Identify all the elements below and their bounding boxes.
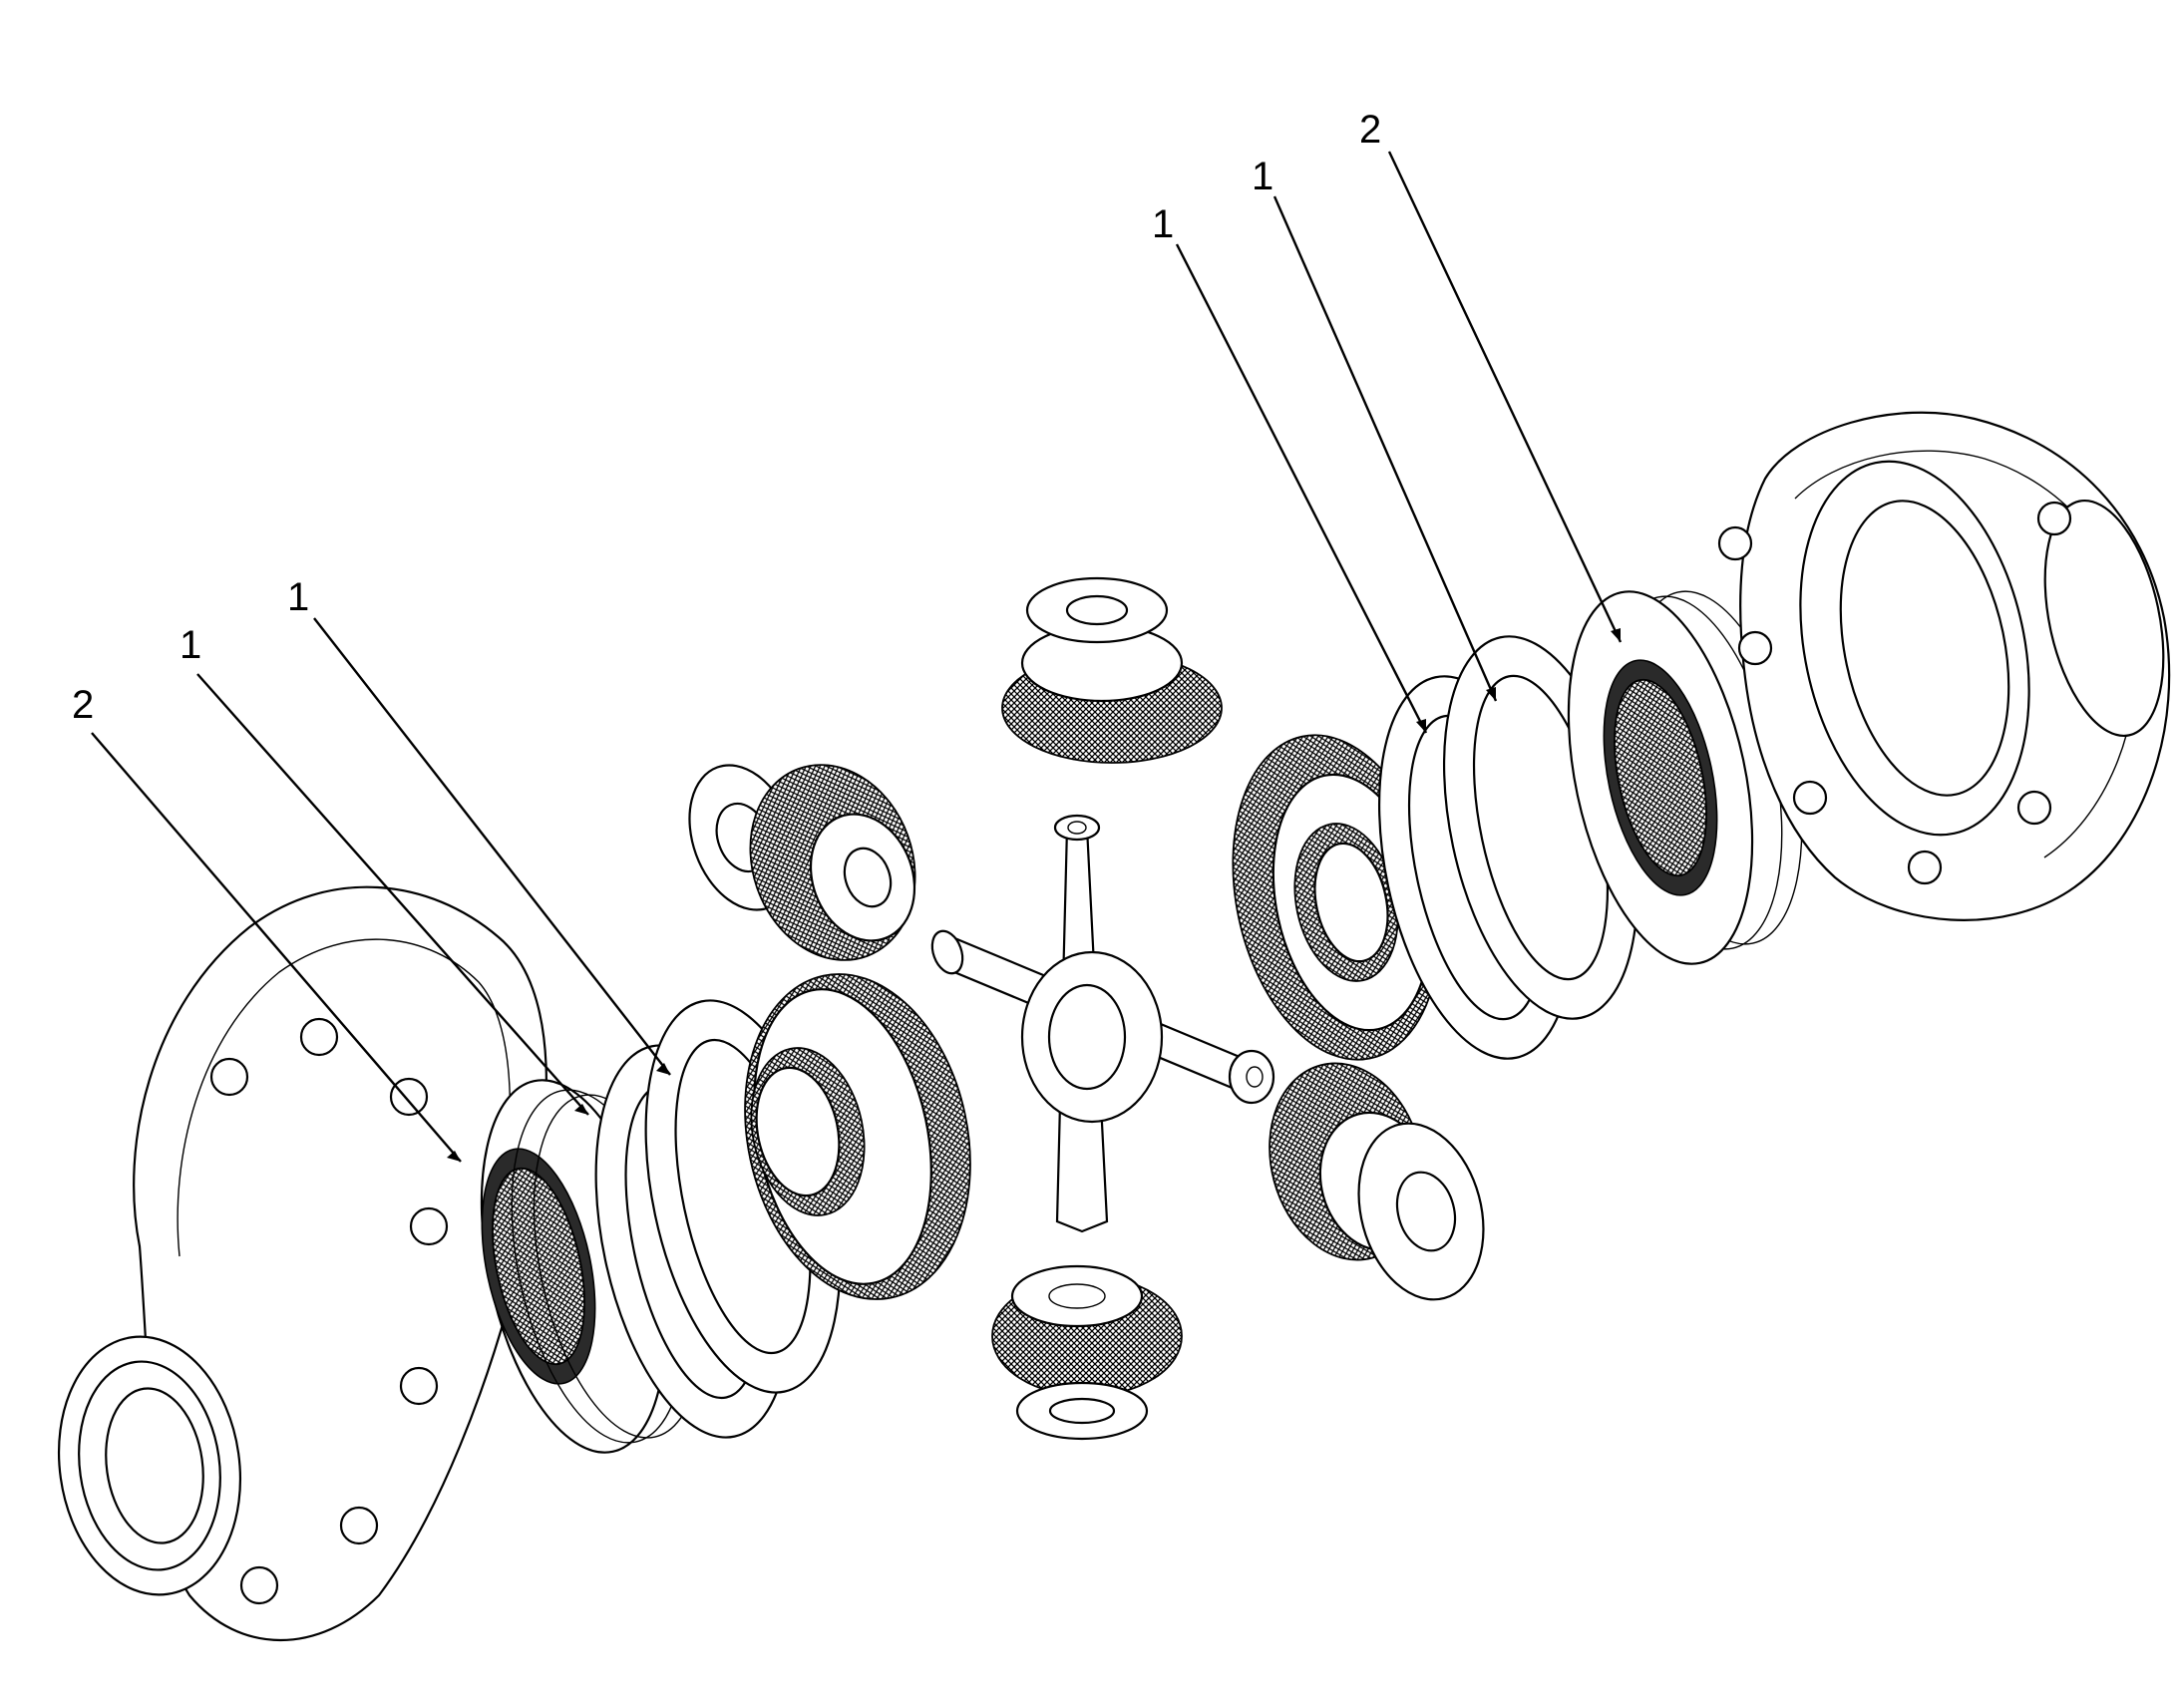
arrow-left-inner-1 [656, 1063, 670, 1075]
spider-cross-shaft [930, 814, 1275, 1233]
callout-left-mid-1: 1 [180, 623, 201, 667]
leader-left-mid-1 [196, 673, 589, 1116]
arrow-right-mid-1 [1486, 687, 1496, 701]
left-case-half [57, 885, 547, 1642]
leader-left-outer-2 [91, 732, 462, 1163]
leader-right-mid-1 [1272, 195, 1498, 702]
right-washers [1377, 635, 1639, 1060]
callout-labels: 2 1 1 1 1 2 [72, 108, 1381, 727]
arrow-left-outer-2 [447, 1151, 461, 1162]
arrow-right-inner-1 [1416, 719, 1426, 733]
bottom-pinion [991, 1264, 1183, 1441]
top-pinion [1001, 576, 1223, 764]
right-case-half [1717, 411, 2171, 921]
callout-right-mid-1: 1 [1252, 155, 1273, 198]
arrow-right-outer-2 [1611, 628, 1621, 642]
upper-left-pinion [688, 764, 916, 961]
leader-right-outer-2 [1387, 151, 1623, 643]
arrow-left-mid-1 [574, 1104, 588, 1115]
left-side-gear [744, 973, 971, 1300]
right-clutch-pack [1567, 590, 1803, 965]
leader-right-inner-1 [1175, 243, 1428, 734]
callout-left-inner-1: 1 [287, 575, 309, 619]
callout-right-outer-2: 2 [1359, 108, 1381, 152]
callout-left-outer-2: 2 [72, 683, 94, 727]
leader-left-inner-1 [313, 617, 671, 1076]
leader-lines [91, 151, 1623, 1163]
callout-right-inner-1: 1 [1152, 202, 1174, 246]
lower-right-pinion [1269, 1062, 1485, 1301]
